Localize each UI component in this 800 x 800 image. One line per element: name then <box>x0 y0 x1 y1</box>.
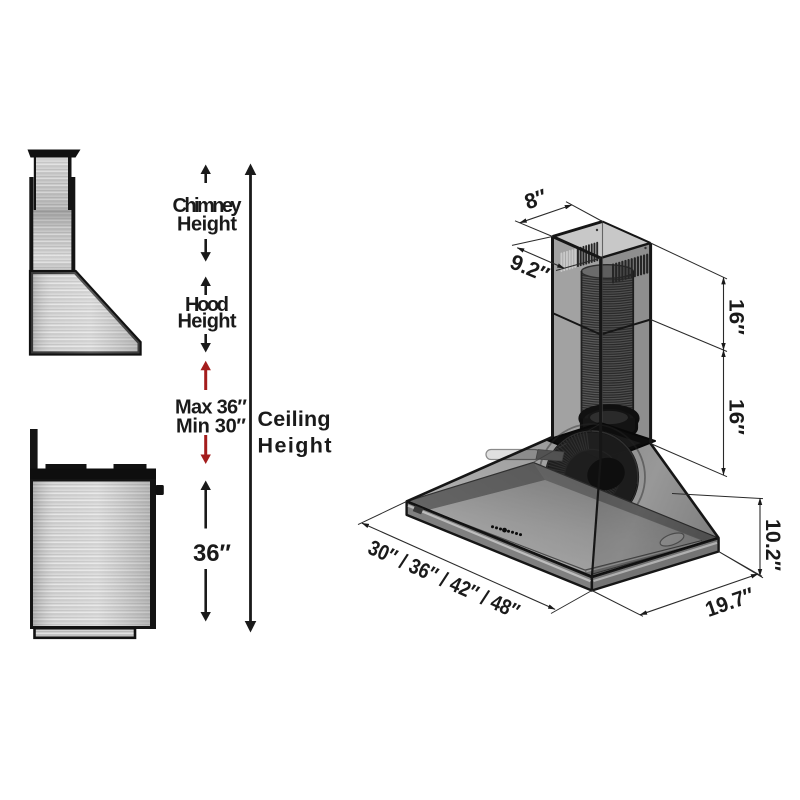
svg-text:Max 36″: Max 36″ <box>175 397 247 419</box>
svg-text:Hood: Hood <box>185 294 229 316</box>
svg-text:Height: Height <box>178 311 237 333</box>
svg-text:10.2″: 10.2″ <box>761 519 785 571</box>
svg-text:Min 30″: Min 30″ <box>176 416 246 438</box>
svg-text:16″: 16″ <box>725 399 749 435</box>
svg-text:Height: Height <box>177 214 237 236</box>
svg-text:Height: Height <box>258 434 332 458</box>
svg-text:36″: 36″ <box>193 540 231 567</box>
svg-text:Chimney: Chimney <box>173 195 243 217</box>
svg-text:16″: 16″ <box>725 299 749 335</box>
svg-text:Ceiling: Ceiling <box>258 407 331 431</box>
